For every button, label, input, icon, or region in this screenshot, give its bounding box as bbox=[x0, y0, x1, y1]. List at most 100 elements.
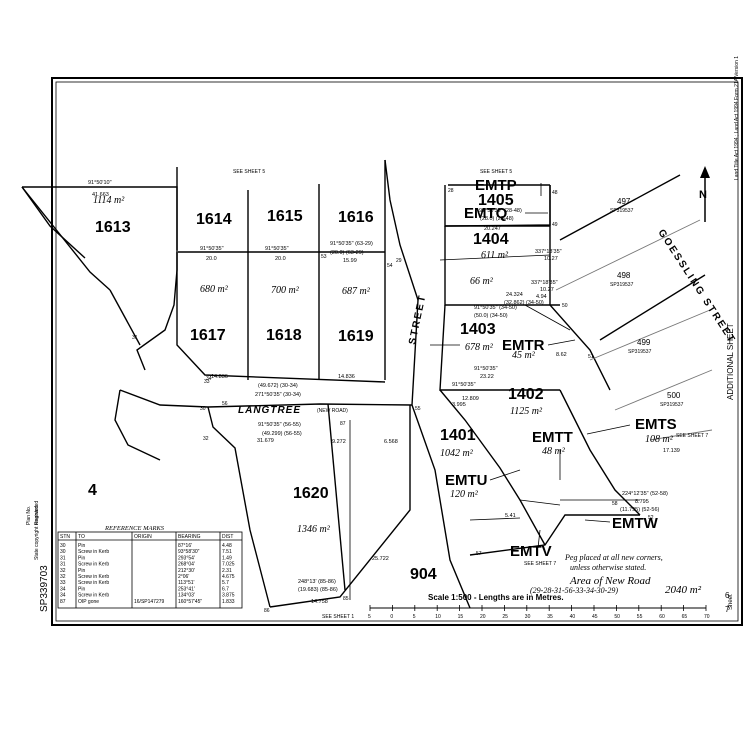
dim: 10.27 bbox=[540, 287, 554, 293]
dim: 41.663 bbox=[92, 192, 109, 198]
reference-marks-cell: 93°58'30" bbox=[178, 549, 200, 555]
additional-sheet-label: ADDITIONAL SHEET bbox=[726, 323, 735, 400]
lot-498-plan: SP319537 bbox=[610, 282, 634, 288]
scale-tick-label: 15 bbox=[458, 614, 464, 620]
leaders bbox=[489, 183, 631, 549]
dim: 25.722 bbox=[372, 556, 389, 562]
station: 30 bbox=[200, 406, 206, 412]
reference-marks-cell: 34 bbox=[60, 593, 66, 599]
dim: 248°13' (85-86) bbox=[298, 579, 336, 585]
dim: 91°50'35" bbox=[200, 246, 224, 252]
station: 54 bbox=[387, 263, 393, 269]
see-sheet-1: SEE SHEET 1 bbox=[322, 614, 354, 620]
reference-marks-cell: 30 bbox=[60, 543, 66, 549]
reference-marks-cell: 31 bbox=[60, 555, 66, 561]
dim: 17.139 bbox=[663, 448, 680, 454]
reference-marks-cell: 3.875 bbox=[222, 593, 235, 599]
dim: 91°50'35" (63-29) bbox=[330, 241, 373, 247]
scale-tick-label: 70 bbox=[704, 614, 710, 620]
dim: 91°50'35" bbox=[474, 366, 498, 372]
dim: (11.795) (52-56) bbox=[620, 507, 660, 513]
station: 28 bbox=[448, 188, 454, 194]
reference-marks-cell: Pin bbox=[78, 586, 85, 592]
reference-marks-cell: Pin bbox=[78, 543, 85, 549]
reference-marks-cell: 5.7 bbox=[222, 580, 229, 586]
lot-labels: 1613 1114 m² 1614 1615 1616 1617 680 m² … bbox=[88, 192, 544, 583]
scale-tick-label: 5 bbox=[368, 614, 371, 620]
dim: 4.94 bbox=[536, 294, 547, 300]
reference-marks-header: STN bbox=[60, 534, 70, 540]
sheet-label: Sheet bbox=[728, 594, 734, 610]
lot-1613-label: 1613 bbox=[95, 219, 131, 236]
emt-s-label: EMTS bbox=[635, 416, 677, 433]
emt-t-area: 48 m² bbox=[542, 446, 566, 457]
station: 34 bbox=[206, 376, 212, 382]
lot-1618-area: 700 m² bbox=[271, 285, 300, 296]
scale-tick-label: 65 bbox=[682, 614, 688, 620]
reference-marks-cell: 31 bbox=[60, 562, 66, 568]
station: 87 bbox=[340, 421, 346, 427]
dim: 271°50'35" (30-34) bbox=[255, 392, 301, 398]
dim: 91°50'35" bbox=[265, 246, 289, 252]
form-reference: Land Title Act 1994 ; Land Act 1994 Form… bbox=[734, 56, 740, 180]
emt-q-label: EMTQ bbox=[464, 205, 508, 222]
reference-marks-cell: 2.31 bbox=[222, 568, 232, 574]
reference-marks-cell: 4.675 bbox=[222, 574, 235, 580]
peg-note: Peg placed at all new corners, bbox=[564, 553, 663, 562]
reference-marks-cell: Screw in Kerb bbox=[78, 574, 109, 580]
scale-tick-label: 35 bbox=[547, 614, 553, 620]
reference-marks-cell: 268°04' bbox=[178, 562, 195, 568]
new-road-title: Area of New Road bbox=[569, 575, 651, 587]
street-label: STREET bbox=[407, 293, 428, 346]
reference-marks-cell: 212°30' bbox=[178, 568, 195, 574]
reference-marks-cell: 32 bbox=[60, 574, 66, 580]
lot-904-label: 904 bbox=[410, 566, 437, 583]
station-numbers: 28 29 30 31 32 33 34 48 49 50 51 52 53 5… bbox=[132, 188, 654, 614]
emt-w-label: EMTW bbox=[612, 515, 659, 532]
lot-1620-area: 1346 m² bbox=[297, 524, 331, 535]
reference-marks-cell: 30 bbox=[60, 549, 66, 555]
reference-marks-header: TO bbox=[78, 534, 85, 540]
emt-v-label: EMTV bbox=[510, 543, 552, 560]
reference-marks-title: REFERENCE MARKS bbox=[104, 525, 165, 532]
dim: 24.324 bbox=[506, 292, 523, 298]
reference-marks-cell: 1.833 bbox=[222, 599, 235, 605]
reference-marks-cell: Screw in Kerb bbox=[78, 593, 109, 599]
sheet-number: 6 bbox=[725, 591, 730, 600]
right-margin: Land Title Act 1994 ; Land Act 1994 Form… bbox=[725, 56, 740, 614]
station: 55 bbox=[415, 406, 421, 412]
reference-marks-cell: 33 bbox=[60, 580, 66, 586]
station: 56 bbox=[222, 401, 228, 407]
dim: (28.0) (28-48) bbox=[480, 216, 514, 222]
lot-500-plan: SP319537 bbox=[660, 402, 684, 408]
dim: (49.299) (56-55) bbox=[262, 431, 302, 437]
lot-1615-label: 1615 bbox=[267, 208, 303, 225]
reference-marks-cell: 160°57'45" bbox=[178, 599, 202, 605]
lot-499-plan: SP319537 bbox=[628, 349, 652, 355]
langtree-new-road: (NEW ROAD) bbox=[317, 408, 348, 414]
station: 48 bbox=[552, 190, 558, 196]
dim: 91°50'10" bbox=[88, 180, 112, 186]
lot-1405-label: 1405 bbox=[478, 192, 514, 209]
station: 50 bbox=[562, 303, 568, 309]
margin-plan-no: Plan No. bbox=[26, 506, 32, 525]
dim: 6.568 bbox=[384, 439, 398, 445]
reference-marks-header: BEARING bbox=[178, 534, 201, 540]
langtree-road-label: LANGTREE bbox=[238, 405, 301, 416]
station: 85 bbox=[343, 596, 349, 602]
north-arrow: N bbox=[699, 166, 710, 222]
reference-marks-cell: 2°06' bbox=[178, 574, 189, 580]
scale-tick-label: 50 bbox=[614, 614, 620, 620]
dim: 20.0 bbox=[206, 256, 217, 262]
lot-1619-area: 687 m² bbox=[342, 286, 371, 297]
lot-499: 499 bbox=[637, 338, 651, 347]
reference-marks-cell: 87 bbox=[60, 599, 66, 605]
dim: 91°50'35" (34-50) bbox=[474, 305, 517, 311]
new-road-area: 2040 m² bbox=[665, 584, 702, 596]
scale-tick-label: 20 bbox=[480, 614, 486, 620]
sheet-references: SEE SHEET 5 SEE SHEET 5 SEE SHEET 7 SEE … bbox=[233, 169, 708, 620]
dim: 3.995 bbox=[452, 402, 466, 408]
dim: (50.0) (34-50) bbox=[474, 313, 508, 319]
lot-1401-area: 1042 m² bbox=[440, 448, 474, 459]
